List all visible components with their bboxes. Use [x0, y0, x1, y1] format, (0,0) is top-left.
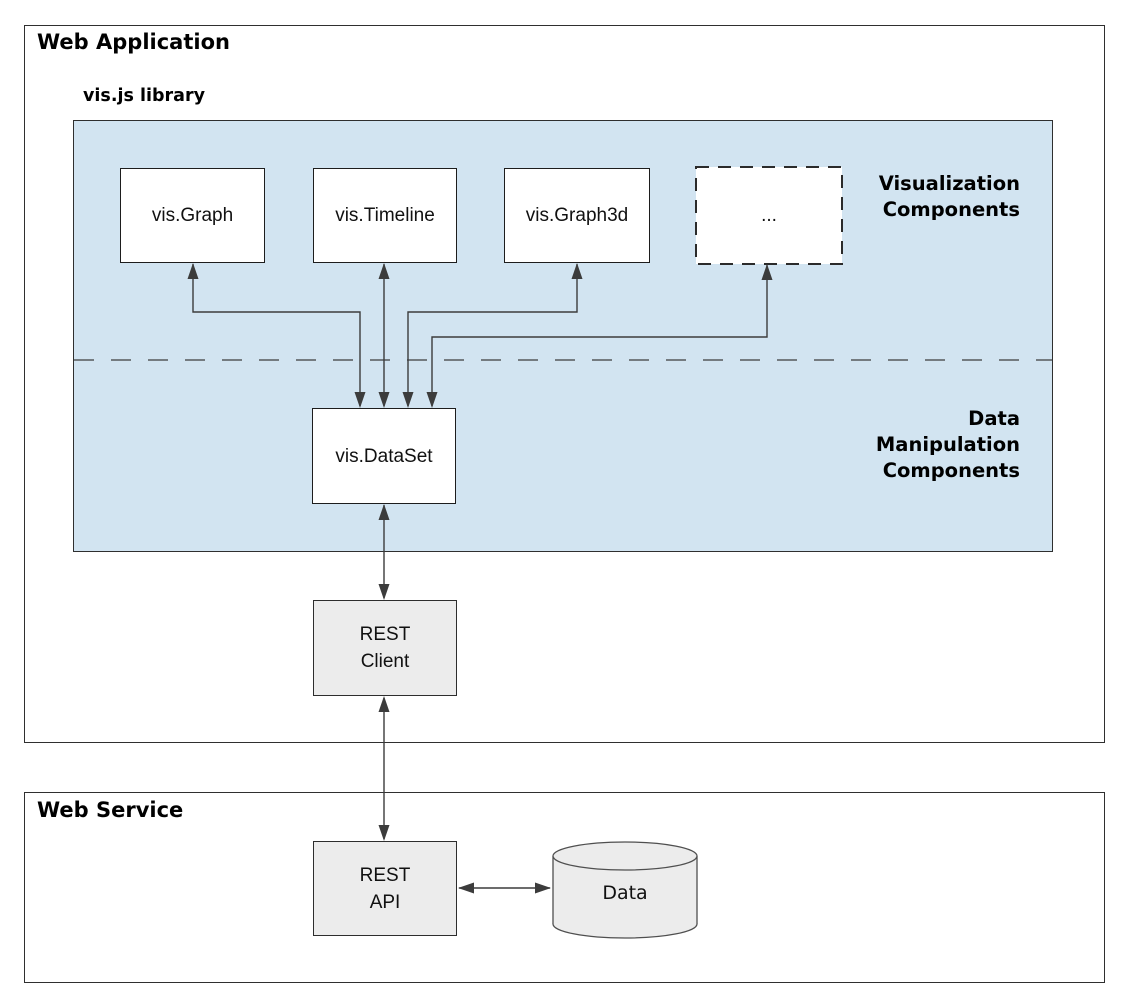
web-application-title: Web Application: [37, 30, 230, 54]
node-vis-graph-label: vis.Graph: [151, 205, 234, 226]
node-vis-timeline-label: vis.Timeline: [335, 205, 435, 226]
web-service-title: Web Service: [37, 798, 184, 822]
node-more-components: ...: [696, 167, 842, 264]
visualization-components-label: Visualization Components: [878, 172, 1020, 221]
node-rest-client-label: REST Client: [359, 624, 411, 672]
data-store-label: Data: [602, 882, 648, 904]
node-vis-graph3d: vis.Graph3d: [504, 168, 650, 263]
node-vis-graph3d-label: vis.Graph3d: [525, 205, 629, 226]
node-vis-dataset-label: vis.DataSet: [335, 445, 433, 467]
data-manipulation-components-label: Data Manipulation Components: [875, 407, 1020, 482]
node-vis-timeline: vis.Timeline: [313, 168, 457, 263]
node-rest-api-label: REST API: [359, 864, 411, 913]
node-vis-dataset: vis.DataSet: [312, 408, 456, 504]
node-rest-client: REST Client: [313, 600, 457, 696]
visjs-library-title: vis.js library: [83, 86, 205, 106]
node-rest-api: REST API: [313, 841, 457, 936]
node-more-components-label: ...: [761, 205, 777, 226]
node-vis-graph: vis.Graph: [120, 168, 265, 263]
